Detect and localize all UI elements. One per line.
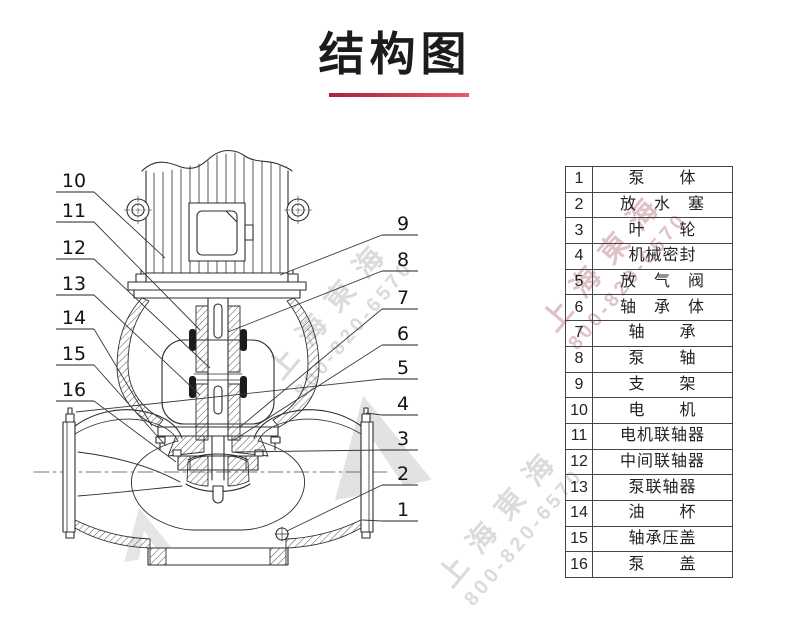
pump-base (147, 547, 289, 566)
callout-3: 3 (397, 428, 409, 450)
part-name: 油 杯 (592, 499, 733, 527)
part-name: 机械密封 (592, 243, 733, 270)
part-name: 泵 盖 (592, 551, 733, 578)
callout-15: 15 (62, 343, 86, 365)
part-number: 12 (565, 448, 593, 476)
callout-12: 12 (62, 237, 86, 259)
part-number: 15 (565, 525, 593, 553)
drain-plug (274, 526, 290, 542)
part-number: 10 (565, 397, 593, 424)
part-name: 电机联轴器 (592, 422, 733, 450)
part-number: 3 (565, 217, 593, 245)
right-flange (360, 407, 374, 539)
part-number: 7 (565, 320, 593, 347)
part-name: 叶 轮 (592, 217, 733, 245)
lifting-eye-left (123, 195, 153, 225)
part-number: 16 (565, 551, 593, 578)
bearing-housing (155, 435, 281, 481)
callout-9: 9 (397, 213, 409, 235)
callout-5: 5 (397, 357, 409, 379)
callout-13: 13 (62, 273, 86, 295)
part-name: 泵联轴器 (592, 474, 733, 501)
part-number: 6 (565, 294, 593, 322)
callout-2: 2 (397, 463, 409, 485)
coupling-bolts (189, 329, 247, 398)
part-number: 5 (565, 268, 593, 296)
callout-14: 14 (62, 307, 86, 329)
part-number: 1 (565, 166, 593, 193)
page-title: 结构图 (318, 28, 472, 80)
part-name: 放 水 塞 (592, 191, 733, 219)
part-name: 电 机 (592, 397, 733, 424)
part-name: 泵 轴 (592, 345, 733, 373)
callout-1: 1 (397, 499, 409, 521)
part-number: 8 (565, 345, 593, 373)
part-name: 轴 承 体 (592, 294, 733, 322)
air-valve-bolt (65, 407, 75, 423)
coupling-assembly (189, 297, 247, 441)
pump-diagram: 10 11 12 13 14 15 16 9 8 7 6 5 4 3 2 1 (30, 140, 560, 618)
leader-lines (75, 191, 383, 532)
callout-10: 10 (62, 170, 86, 192)
callout-8: 8 (397, 249, 409, 271)
left-flange (62, 407, 76, 539)
part-number: 13 (565, 474, 593, 501)
seal-area-bolt (361, 407, 371, 423)
title-underline (329, 93, 469, 97)
pump-structure-drawing: 10 11 12 13 14 15 16 9 8 7 6 5 4 3 2 1 (33, 149, 418, 566)
lifting-eye-right (283, 195, 313, 225)
part-name: 轴承压盖 (592, 525, 733, 553)
motor-flange (127, 269, 307, 299)
motor-terminal-box (188, 202, 254, 262)
motor (123, 149, 313, 283)
part-name: 放 气 阀 (592, 268, 733, 296)
part-number: 9 (565, 371, 593, 399)
part-number: 11 (565, 422, 593, 450)
impeller (185, 453, 251, 504)
part-name: 中间联轴器 (592, 448, 733, 476)
part-name: 轴 承 (592, 320, 733, 347)
callout-16: 16 (62, 379, 86, 401)
part-name: 泵 体 (592, 166, 733, 193)
callout-11: 11 (62, 200, 86, 222)
support-bracket (116, 297, 320, 437)
callout-7: 7 (397, 287, 409, 309)
part-number: 4 (565, 243, 593, 270)
part-name: 支 架 (592, 371, 733, 399)
callout-4: 4 (397, 393, 409, 415)
part-number: 2 (565, 191, 593, 219)
callout-6: 6 (397, 323, 409, 345)
pump-casing (62, 407, 374, 566)
part-number: 14 (565, 499, 593, 527)
